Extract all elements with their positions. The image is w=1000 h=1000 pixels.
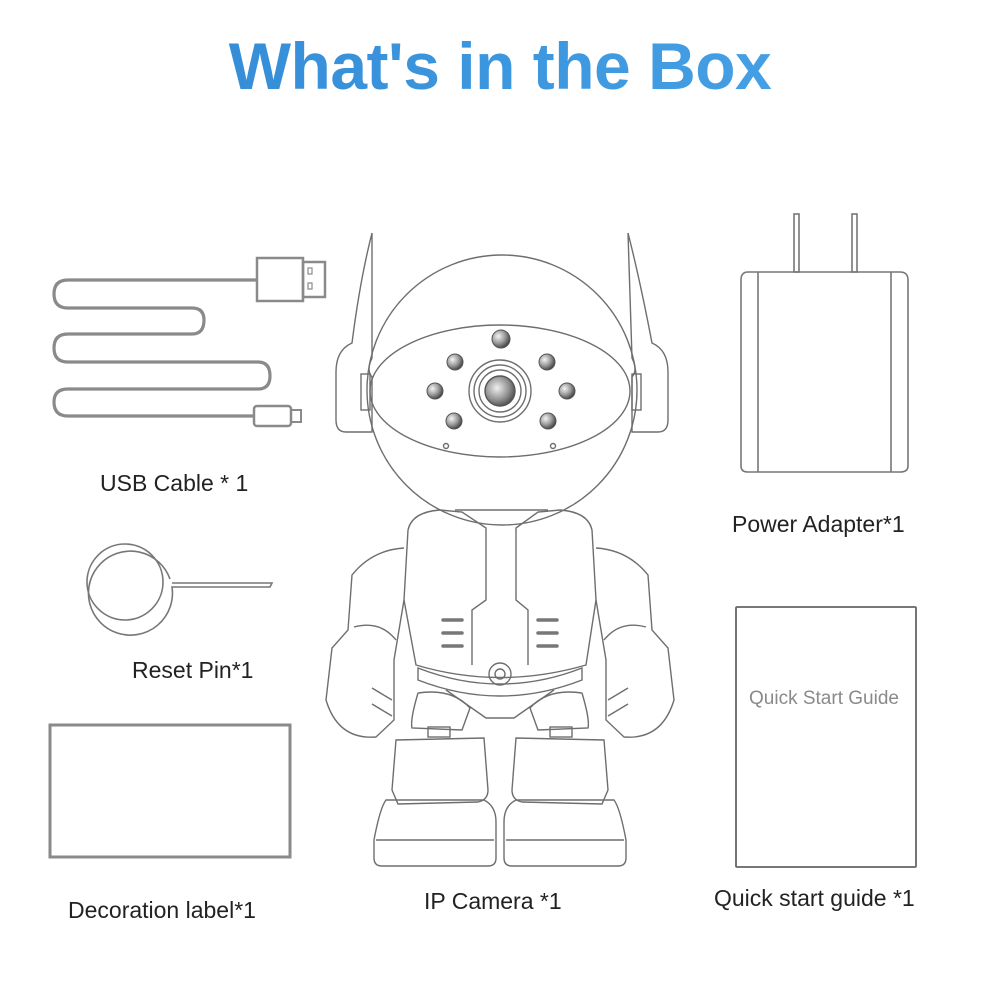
power-adapter-icon xyxy=(740,213,909,473)
reset-pin-icon xyxy=(86,543,274,636)
quick-start-guide-icon xyxy=(735,606,917,868)
usb-cable-icon xyxy=(52,256,327,428)
usb-cable-label: USB Cable * 1 xyxy=(100,470,249,496)
decoration-label-label: Decoration label*1 xyxy=(68,897,256,923)
decoration-label-icon xyxy=(48,723,292,859)
power-adapter-label: Power Adapter*1 xyxy=(732,511,905,537)
quick-start-guide-label: Quick start guide *1 xyxy=(714,885,915,911)
ip-camera-label: IP Camera *1 xyxy=(424,888,562,914)
reset-pin-label: Reset Pin*1 xyxy=(132,657,254,683)
guide-cover-text: Quick Start Guide xyxy=(749,688,899,709)
page-title: What's in the Box xyxy=(0,28,1000,104)
ip-camera-robot-icon xyxy=(325,232,675,867)
